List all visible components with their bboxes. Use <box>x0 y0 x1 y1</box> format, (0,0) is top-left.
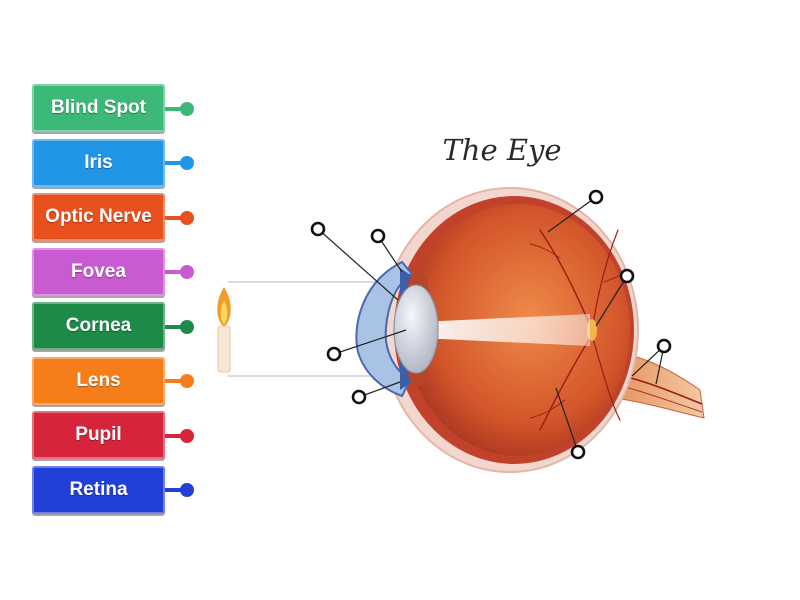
drop-target-circle[interactable] <box>572 446 584 458</box>
drop-target-circle[interactable] <box>621 270 633 282</box>
drop-target-circle[interactable] <box>658 340 670 352</box>
lens-shape <box>394 285 438 373</box>
drop-target-circle[interactable] <box>328 348 340 360</box>
drop-target-circle[interactable] <box>353 391 365 403</box>
drop-target-circle[interactable] <box>312 223 324 235</box>
diagram-title: The Eye <box>442 133 561 167</box>
drop-target-circle[interactable] <box>590 191 602 203</box>
candle-icon <box>217 287 231 372</box>
drop-target-circle[interactable] <box>372 230 384 242</box>
